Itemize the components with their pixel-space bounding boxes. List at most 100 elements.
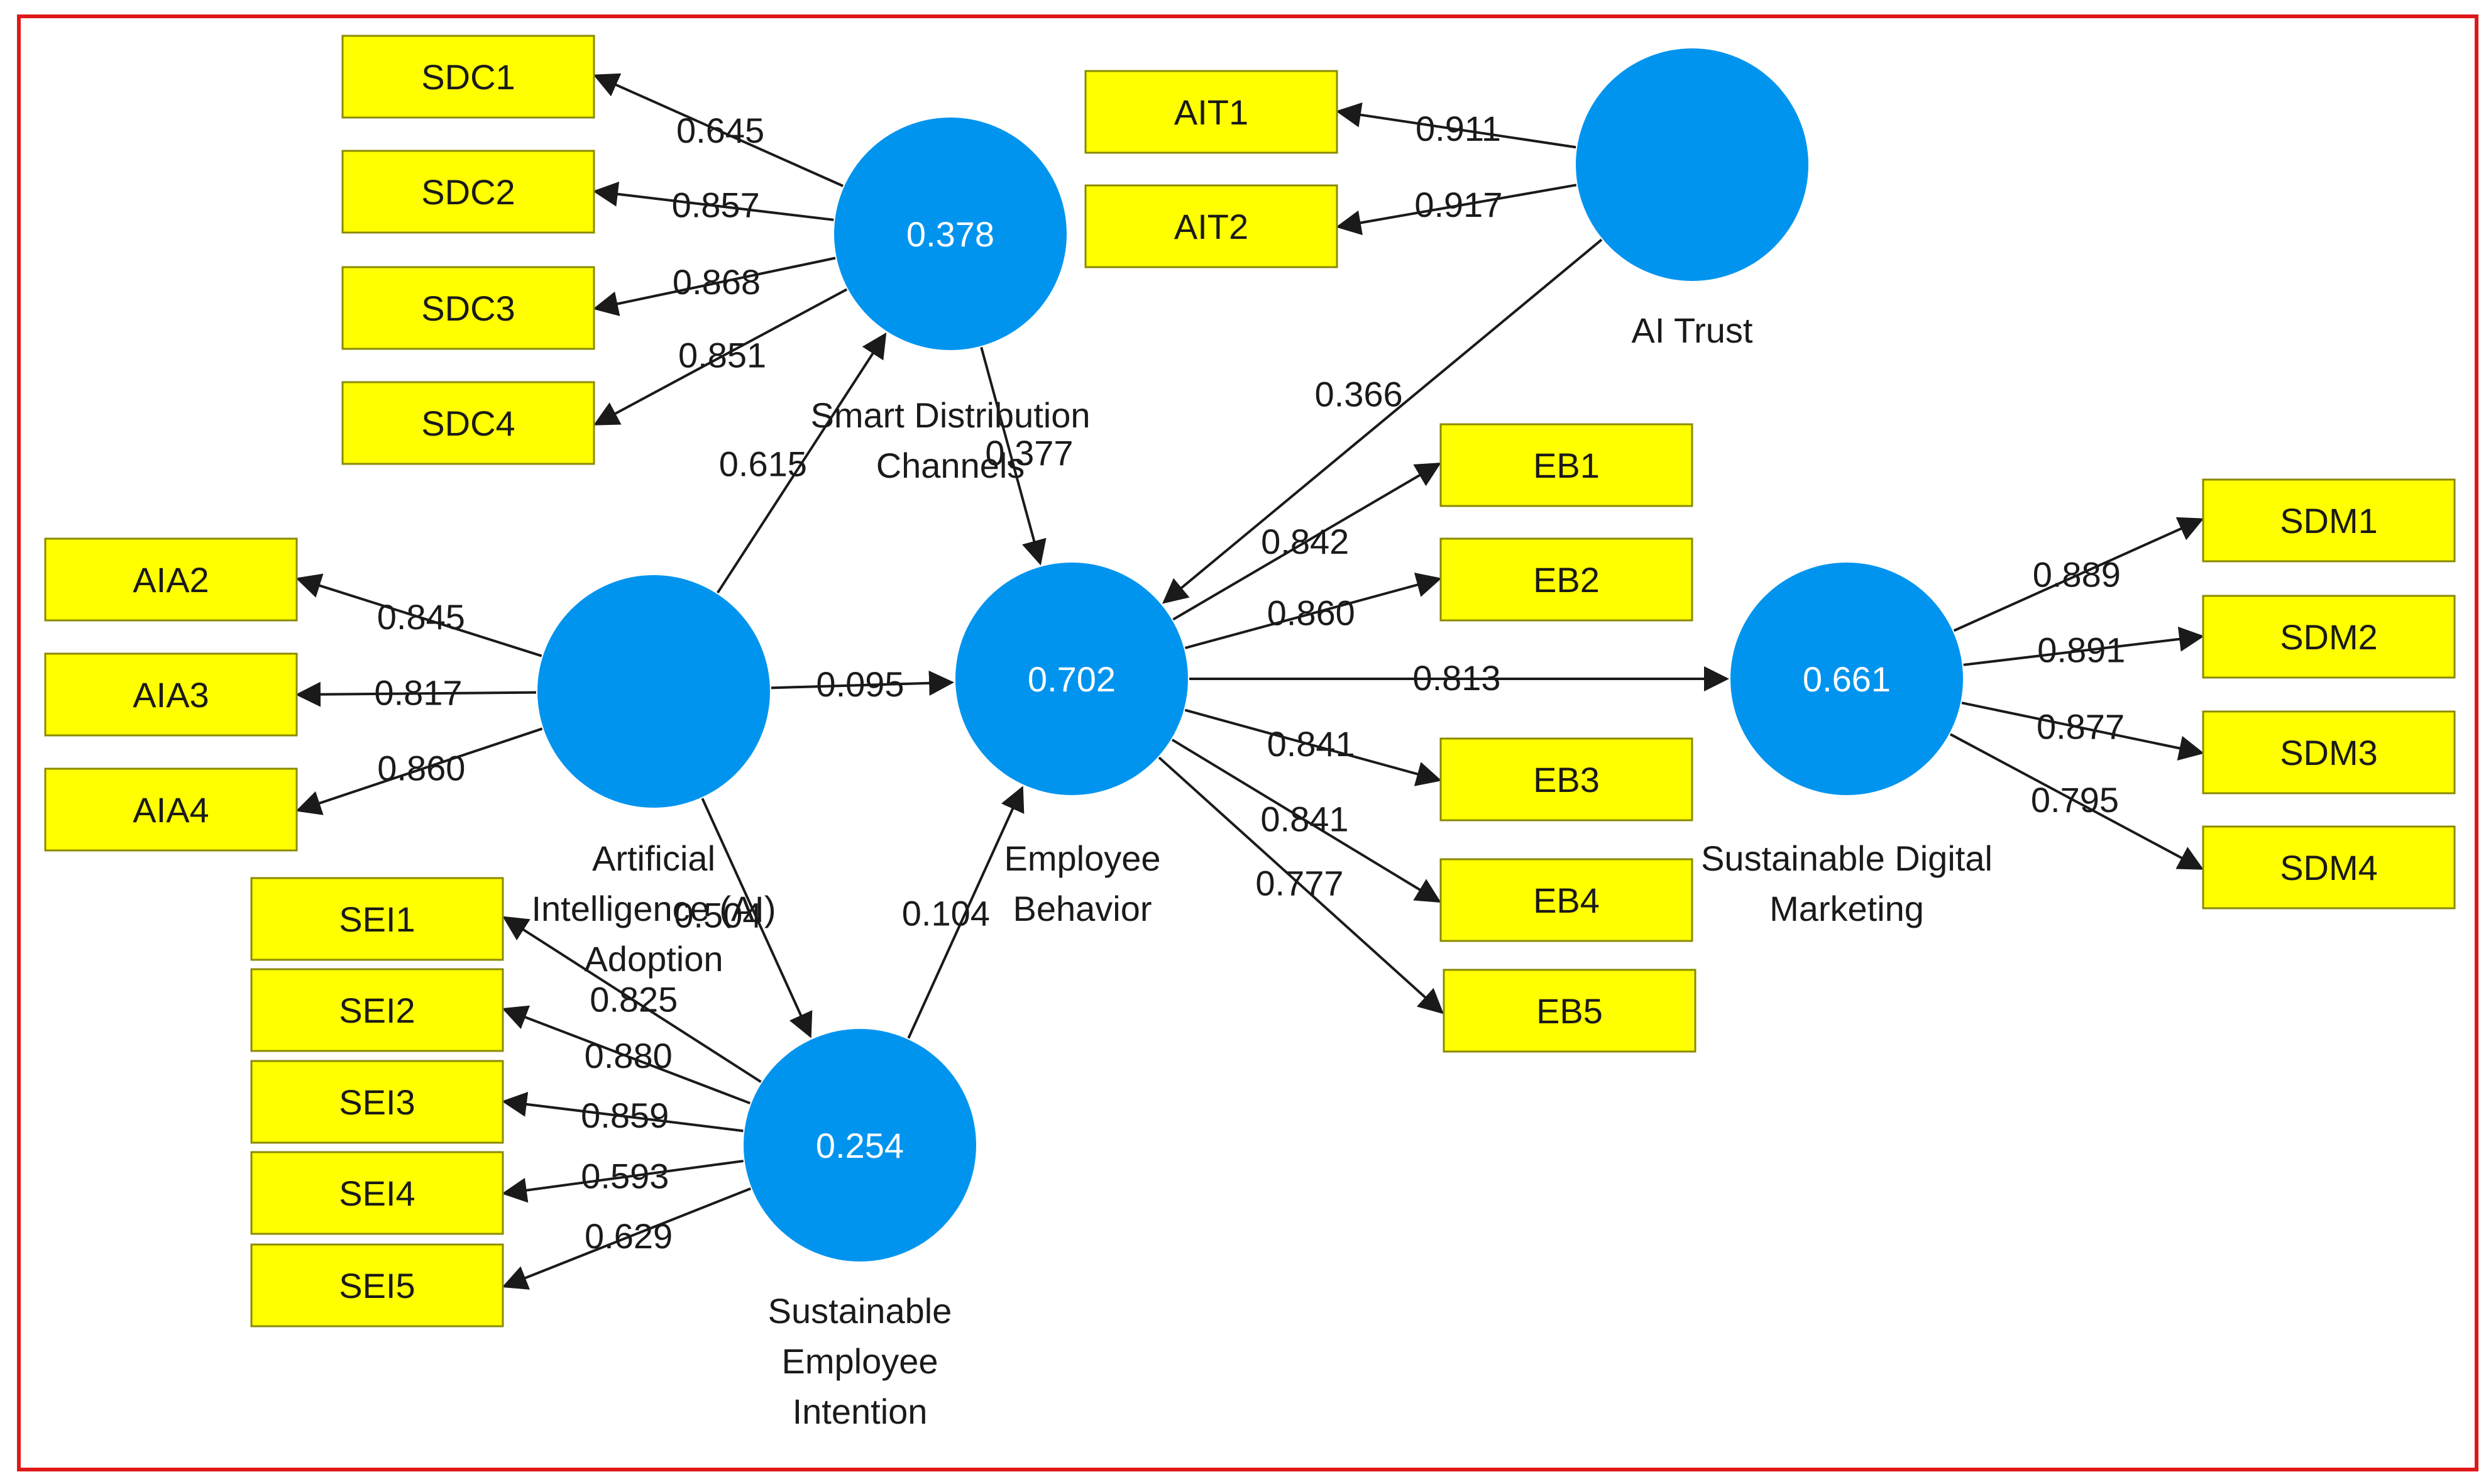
path-coefficient-eb-to-sdm: 0.813: [1412, 658, 1500, 698]
indicator-label: SDC1: [421, 57, 515, 97]
labels-layer: 0.6450.8570.8680.8510.9110.9170.8450.817…: [374, 109, 2125, 1431]
loading-value-sdc2: 0.857: [672, 185, 760, 224]
loading-value-aia2: 0.845: [377, 597, 465, 637]
construct-eb[interactable]: 0.702: [955, 563, 1188, 795]
indicator-sei3[interactable]: SEI3: [250, 1060, 504, 1144]
indicator-label: SEI3: [339, 1082, 415, 1122]
indicator-sei2[interactable]: SEI2: [250, 968, 504, 1052]
indicator-label: SDM2: [2280, 617, 2378, 657]
indicator-label: SEI1: [339, 899, 415, 939]
construct-name-line: Employee: [781, 1341, 938, 1381]
indicator-sdm3[interactable]: SDM3: [2202, 710, 2456, 794]
path-coefficient-sei-to-eb: 0.104: [902, 894, 990, 933]
indicator-box: [2202, 478, 2456, 563]
indicator-label: EB5: [1536, 991, 1603, 1031]
indicator-sdc4[interactable]: SDC4: [341, 381, 595, 465]
loading-arrow-ait1: [1336, 102, 1576, 149]
indicator-label: SEI4: [339, 1173, 415, 1213]
loading-value-sdc1: 0.645: [676, 111, 764, 150]
indicator-box: [2202, 825, 2456, 910]
indicator-label: SEI5: [339, 1266, 415, 1305]
indicator-eb4[interactable]: EB4: [1439, 858, 1693, 942]
loading-value-eb3: 0.841: [1267, 724, 1355, 764]
indicator-box: [44, 767, 298, 852]
path-coefficient-ait-to-eb: 0.366: [1315, 374, 1403, 414]
path-coefficient-aia-to-sei: 0.504: [674, 895, 762, 935]
loading-value-aia4: 0.860: [377, 749, 465, 788]
loading-value-sdm1: 0.889: [2033, 555, 2121, 595]
loading-value-eb2: 0.860: [1267, 593, 1355, 632]
indicator-box: [250, 1243, 504, 1327]
indicator-sei5[interactable]: SEI5: [250, 1243, 504, 1327]
r-squared-value: 0.254: [816, 1126, 904, 1165]
loading-arrow-aia2: [295, 573, 542, 657]
loading-arrow-eb3: [1184, 708, 1442, 786]
construct-circle: [744, 1029, 976, 1261]
indicator-sdm1[interactable]: SDM1: [2202, 478, 2456, 563]
construct-sdc[interactable]: 0.378: [834, 118, 1067, 350]
indicator-box: [341, 150, 595, 234]
indicator-sdc1[interactable]: SDC1: [341, 35, 595, 119]
construct-name-line: Marketing: [1769, 889, 1924, 928]
indicator-aia3[interactable]: AIA3: [44, 652, 298, 737]
construct-name-line: AI Trust: [1632, 311, 1753, 350]
construct-sdm[interactable]: 0.661: [1730, 563, 1963, 795]
indicator-sdc3[interactable]: SDC3: [341, 266, 595, 350]
indicator-box: [44, 537, 298, 622]
loading-arrow-eb4: [1171, 739, 1441, 903]
loading-arrow-sdm1: [1953, 517, 2204, 632]
indicator-sdm4[interactable]: SDM4: [2202, 825, 2456, 910]
indicator-sdm2[interactable]: SDM2: [2202, 595, 2456, 679]
loading-arrow-sei5: [502, 1187, 751, 1290]
indicator-label: SDM1: [2280, 501, 2378, 541]
indicator-label: SDC2: [421, 172, 515, 212]
indicator-label: AIT1: [1174, 92, 1248, 132]
indicator-eb1[interactable]: EB1: [1439, 423, 1693, 507]
indicator-label: SDC3: [421, 289, 515, 328]
indicator-box: [1439, 423, 1693, 507]
indicator-sdc2[interactable]: SDC2: [341, 150, 595, 234]
construct-name-line: Employee: [1004, 838, 1160, 878]
indicator-label: SEI2: [339, 991, 415, 1030]
construct-circle: [1730, 563, 1963, 795]
indicator-aia2[interactable]: AIA2: [44, 537, 298, 622]
indicator-eb5[interactable]: EB5: [1443, 969, 1696, 1053]
indicator-eb2[interactable]: EB2: [1439, 537, 1693, 622]
loading-arrow-sdc3: [593, 256, 836, 316]
construct-circle: [955, 563, 1188, 795]
indicator-box: [250, 1060, 504, 1144]
path-coefficient-sdc-to-eb: 0.377: [985, 433, 1073, 473]
indicator-sei1[interactable]: SEI1: [250, 877, 504, 961]
loading-arrow-sdm4: [1949, 733, 2204, 870]
loading-value-eb4: 0.841: [1260, 799, 1348, 838]
indicator-label: AIA3: [133, 675, 209, 715]
construct-circle: [537, 575, 770, 808]
construct-name-line: Smart Distribution: [810, 395, 1090, 435]
construct-name-line: Sustainable Digital: [1701, 838, 1993, 878]
indicator-label: AIA4: [133, 790, 209, 830]
loading-arrow-aia4: [295, 727, 543, 815]
indicator-aia4[interactable]: AIA4: [44, 767, 298, 852]
indicator-box: [44, 652, 298, 737]
loading-value-sei3: 0.859: [581, 1096, 669, 1135]
construct-ait[interactable]: [1576, 48, 1808, 281]
indicator-box: [341, 381, 595, 465]
loading-arrow-sei4: [502, 1160, 744, 1203]
indicator-eb3[interactable]: EB3: [1439, 737, 1693, 822]
indicator-label: EB1: [1533, 446, 1600, 485]
indicator-ait2[interactable]: AIT2: [1084, 184, 1338, 268]
indicator-ait1[interactable]: AIT1: [1084, 70, 1338, 154]
indicator-box: [1439, 537, 1693, 622]
loading-value-ait1: 0.911: [1416, 109, 1501, 148]
indicator-sei4[interactable]: SEI4: [250, 1151, 504, 1235]
construct-name-line: Artificial: [592, 838, 715, 878]
loading-arrow-sei3: [502, 1092, 744, 1133]
loading-arrow-sdc4: [593, 288, 848, 426]
construct-name-line: Intelligence (AI): [531, 889, 776, 928]
indicator-box: [1084, 70, 1338, 154]
construct-sei[interactable]: 0.254: [744, 1029, 976, 1261]
path-arrow-ait-to-eb: [1162, 238, 1603, 604]
construct-aia[interactable]: [537, 575, 770, 808]
loading-value-sei1: 0.825: [590, 980, 678, 1020]
